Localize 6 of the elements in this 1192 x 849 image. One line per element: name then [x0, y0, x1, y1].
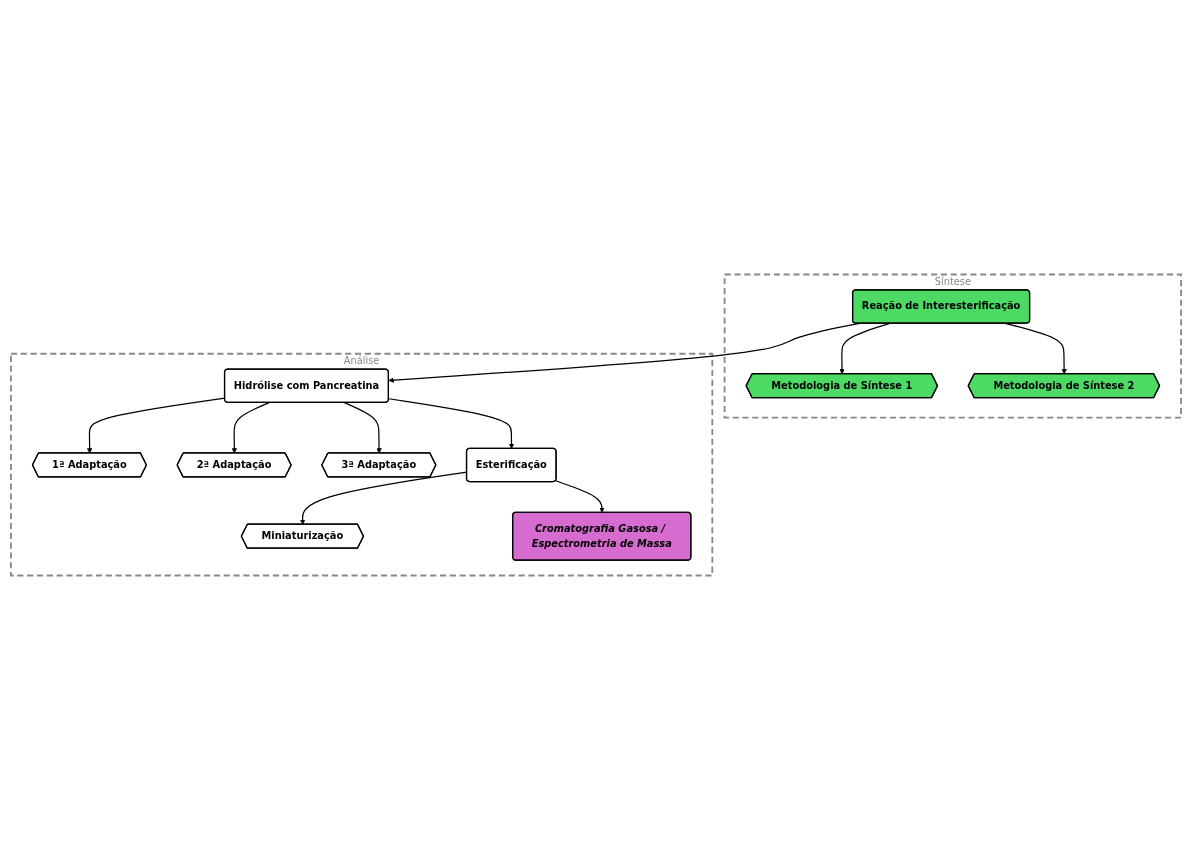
arrow	[231, 401, 270, 453]
arrow	[839, 322, 891, 374]
arrow	[388, 397, 515, 449]
arrow	[555, 479, 605, 513]
arrow	[1004, 322, 1067, 374]
arrow	[343, 401, 382, 453]
